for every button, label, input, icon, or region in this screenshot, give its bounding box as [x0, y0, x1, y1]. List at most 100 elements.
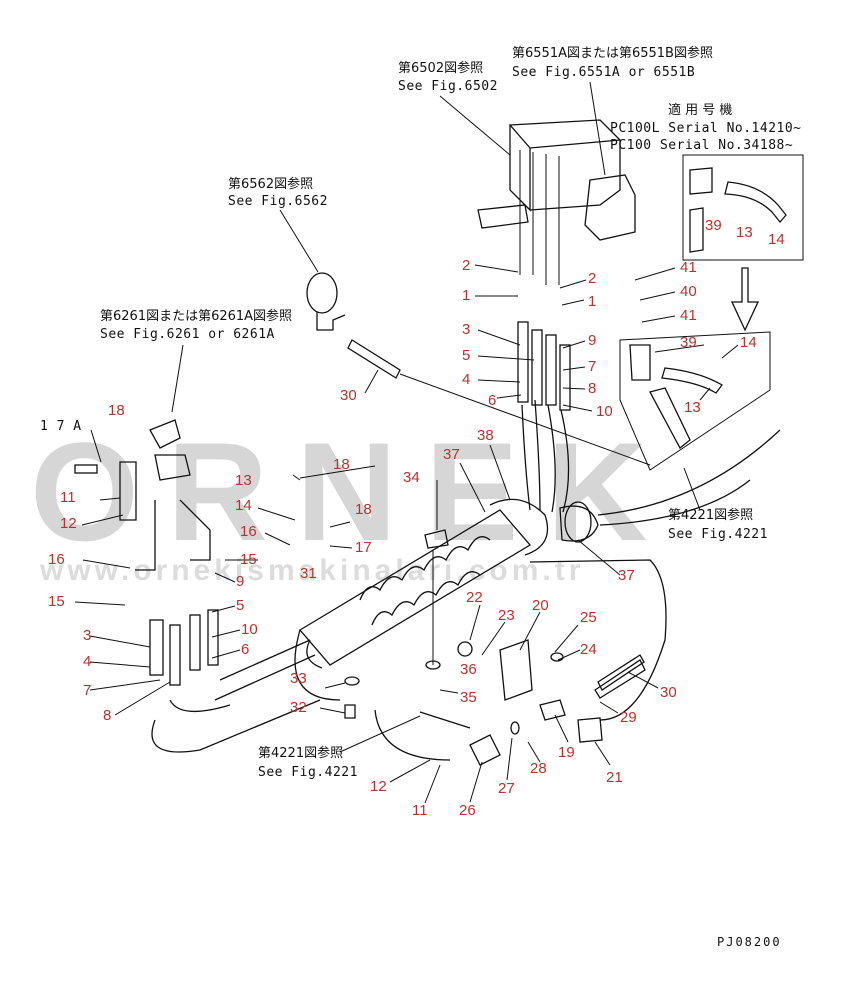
arrow-6261 [171, 344, 184, 413]
serial-row-2: PC100 Serial No.34188~ [610, 138, 793, 153]
callout-19: 19 [558, 744, 575, 761]
callout-2b: 2 [588, 270, 596, 287]
ref-6551-en: See Fig.6551A or 6551B [512, 65, 695, 80]
ref-4221-left-jp: 第4221図参照 [258, 745, 343, 761]
callout-7a: 7 [588, 358, 596, 375]
callout-3a: 3 [462, 321, 470, 338]
callout-26: 26 [459, 802, 476, 819]
callout-10b: 10 [241, 621, 258, 638]
callout-14c: 14 [235, 497, 252, 514]
callout-40: 40 [680, 283, 697, 300]
callout-37a: 37 [443, 446, 460, 463]
callout-29: 29 [620, 709, 637, 726]
callout-14a: 14 [768, 231, 785, 248]
callout-13c: 13 [235, 472, 252, 489]
part-number-labels: 2 1 2 1 3 5 4 6 9 7 8 10 41 40 41 39 13 … [48, 217, 785, 819]
reference-arrows [90, 81, 701, 753]
callout-41a: 41 [680, 259, 697, 276]
serial-heading: 適 用 号 機 [668, 102, 732, 118]
callout-36: 36 [460, 661, 477, 678]
hose-bundle [149, 321, 781, 753]
watermark-brand: ORNEK [30, 413, 676, 570]
hose-30-upper [347, 339, 651, 466]
inset-box [682, 154, 804, 332]
callout-17: 17 [355, 539, 372, 556]
watermark-url: www.ornekismakinalari.com.tr [39, 554, 584, 587]
callout-9a: 9 [588, 332, 596, 349]
arrow-6502 [439, 95, 511, 156]
callout-16b: 16 [48, 551, 65, 568]
callout-15b: 15 [48, 593, 65, 610]
ref-6261-en: See Fig.6261 or 6261A [100, 327, 275, 342]
ref-6562-jp: 第6562図参照 [228, 176, 313, 192]
arrow-4221-right [683, 467, 701, 511]
callout-33: 33 [290, 670, 307, 687]
drawing-code: PJ08200 [717, 935, 782, 949]
arrow-4221-left [339, 715, 421, 753]
callout-22: 22 [466, 589, 483, 606]
callout-3b: 3 [83, 627, 91, 644]
callout-15a: 15 [240, 551, 257, 568]
ref-4221-right-jp: 第4221図参照 [668, 507, 753, 523]
joystick [306, 272, 346, 331]
callout-2a: 2 [462, 257, 470, 274]
ref-6502-en: See Fig.6502 [398, 79, 498, 94]
ref-6261-jp: 第6261図または第6261A図参照 [100, 308, 292, 324]
ref-6502-jp: 第6502図参照 [398, 60, 483, 76]
callout-14b: 14 [740, 334, 757, 351]
callout-13b: 13 [684, 399, 701, 416]
callout-23: 23 [498, 607, 515, 624]
callout-5b: 5 [236, 597, 244, 614]
callout-32: 32 [290, 699, 307, 716]
callout-28: 28 [530, 760, 547, 777]
arrow-17a [90, 429, 102, 463]
callout-11a: 11 [60, 489, 76, 506]
callout-13a: 13 [736, 224, 753, 241]
callout-8b: 8 [103, 707, 111, 724]
callout-12a: 12 [60, 515, 77, 532]
detail-box [619, 331, 771, 471]
callout-18c: 18 [355, 501, 372, 518]
callout-41b: 41 [680, 307, 697, 324]
ref-4221-right-en: See Fig.4221 [668, 527, 768, 542]
callout-6b: 6 [241, 641, 249, 658]
callout-6a: 6 [488, 392, 496, 409]
left-valve [74, 419, 211, 571]
callout-25: 25 [580, 609, 597, 626]
callout-30a: 30 [340, 387, 357, 404]
callout-20: 20 [532, 597, 549, 614]
callout-24: 24 [580, 641, 597, 658]
reference-notes: 第6502図参照 See Fig.6502 第6551A図または第6551B図参… [40, 45, 802, 949]
callout-31: 31 [300, 565, 317, 582]
callout-38: 38 [477, 427, 494, 444]
callout-4b: 4 [83, 653, 91, 670]
watermark: ORNEK www.ornekismakinalari.com.tr [30, 413, 676, 587]
callout-1a: 1 [462, 287, 470, 304]
main-pipe [214, 498, 599, 701]
callout-39b: 39 [680, 334, 697, 351]
callout-12b: 12 [370, 778, 387, 795]
callout-18b: 18 [333, 456, 350, 473]
callout-5a: 5 [462, 347, 470, 364]
label-17a: 1 7 A [40, 419, 82, 434]
callout-27: 27 [498, 780, 515, 797]
ref-6562-en: See Fig.6562 [228, 194, 328, 209]
callout-7b: 7 [83, 682, 91, 699]
callout-10a: 10 [596, 403, 613, 420]
callout-37b: 37 [618, 567, 635, 584]
callout-11b: 11 [412, 802, 428, 819]
callout-18a: 18 [108, 402, 125, 419]
callout-4a: 4 [462, 371, 470, 388]
control-valve [477, 119, 636, 285]
ref-6551-jp: 第6551A図または第6551B図参照 [512, 45, 713, 61]
callout-35: 35 [460, 689, 477, 706]
callout-39a: 39 [705, 217, 722, 234]
callout-21: 21 [606, 769, 623, 786]
callout-1b: 1 [588, 293, 596, 310]
serial-row-1: PC100L Serial No.14210~ [610, 121, 802, 136]
callout-16a: 16 [240, 523, 257, 540]
leader-lines [74, 264, 739, 804]
callout-9b: 9 [236, 573, 244, 590]
callout-8a: 8 [588, 380, 596, 397]
